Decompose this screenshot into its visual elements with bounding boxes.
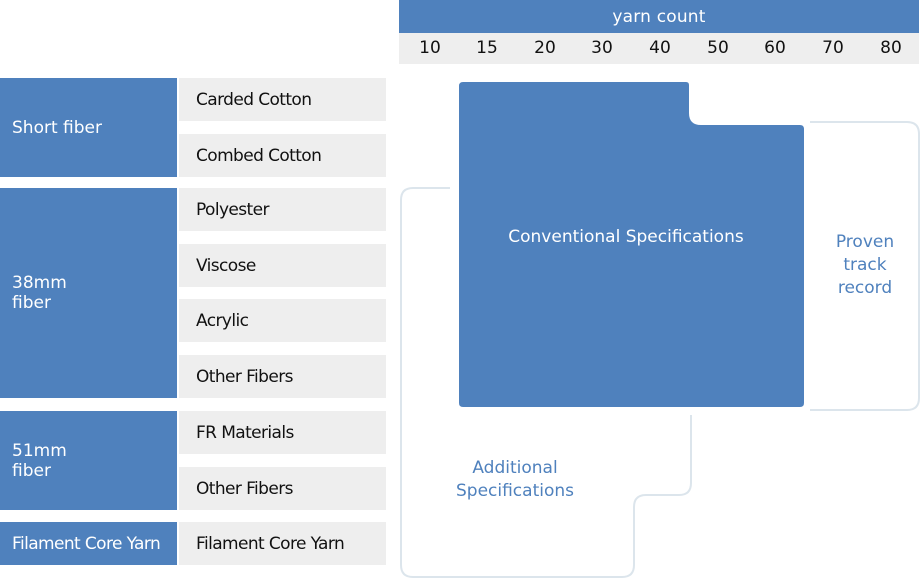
subcategory-polyester: Polyester [179, 188, 386, 231]
subcategory-viscose: Viscose [179, 244, 386, 287]
category-short-fiber: Short fiber [0, 78, 177, 177]
tick-label: 40 [649, 38, 671, 58]
yarn-count-ticks: 10 15 20 30 40 50 60 70 80 [399, 33, 919, 64]
additional-specifications-outline [400, 187, 692, 578]
category-51mm-fiber: 51mm fiber [0, 411, 177, 510]
subcategory-other-fibers-51mm: Other Fibers [179, 467, 386, 510]
tick-label: 60 [764, 38, 786, 58]
additional-specifications-label: Additional Specifications [455, 458, 574, 501]
category-filament-core-yarn: Filament Core Yarn [0, 522, 177, 565]
subcategory-filament-core-yarn: Filament Core Yarn [179, 522, 386, 565]
yarn-count-header: yarn count [399, 0, 919, 33]
subcategory-other-fibers-38mm: Other Fibers [179, 355, 386, 398]
category-38mm-fiber: 38mm fiber [0, 188, 177, 398]
tick-label: 70 [822, 38, 844, 58]
subcategory-carded-cotton: Carded Cotton [179, 78, 386, 121]
tick-label: 10 [419, 38, 441, 58]
proven-track-record-label: Proven track record [835, 232, 895, 298]
subcategory-fr-materials: FR Materials [179, 411, 386, 454]
tick-label: 30 [591, 38, 613, 58]
tick-label: 15 [476, 38, 498, 58]
tick-label: 80 [880, 38, 902, 58]
conventional-specifications-block [459, 82, 804, 407]
tick-label: 20 [534, 38, 556, 58]
proven-track-record-outline [810, 121, 920, 411]
conventional-specifications-label: Conventional Specifications [508, 227, 744, 247]
subcategory-combed-cotton: Combed Cotton [179, 134, 386, 177]
subcategory-acrylic: Acrylic [179, 299, 386, 342]
tick-label: 50 [707, 38, 729, 58]
